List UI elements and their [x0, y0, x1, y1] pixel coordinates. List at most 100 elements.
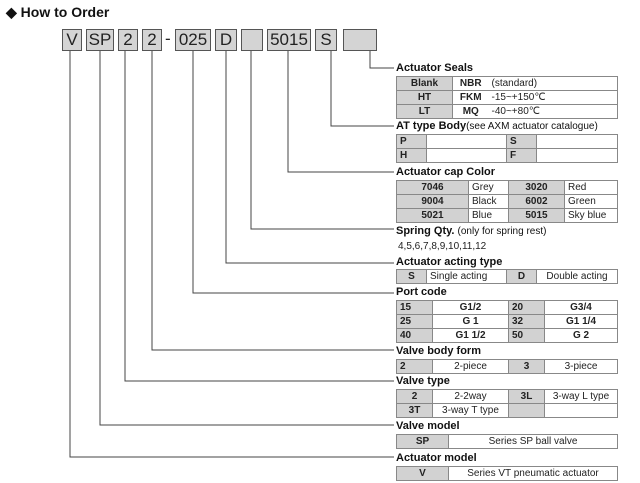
- color-table: 7046 Grey 3020 Red 9004 Black 6002 Green…: [396, 180, 618, 223]
- port-code: 50: [508, 328, 545, 343]
- valve-type-code: 3T: [396, 403, 433, 418]
- page-title-text: How to Order: [20, 4, 110, 20]
- valve-type-code: 3L: [508, 389, 545, 404]
- body-code: H: [396, 148, 427, 163]
- connector-acting: [225, 51, 394, 264]
- color-code: 5021: [396, 208, 469, 223]
- color-code: 7046: [396, 180, 469, 195]
- port-code: 32: [508, 314, 545, 329]
- valve-body-heading: Valve body form: [396, 345, 481, 357]
- color-name: Grey: [468, 180, 509, 195]
- code-box-body-type: S: [315, 29, 337, 51]
- actuator-model-code: V: [396, 466, 449, 481]
- seals-heading: Actuator Seals: [396, 62, 474, 74]
- table-row: Blank NBR (standard): [396, 76, 618, 91]
- table-row: 9004 Black 6002 Green: [396, 194, 618, 209]
- valve-body-desc: 2-piece: [432, 359, 509, 374]
- connector-valve-model: [99, 51, 394, 426]
- valve-body-desc: 3-piece: [544, 359, 618, 374]
- seal-code: Blank: [396, 76, 453, 91]
- body-code: P: [396, 134, 427, 149]
- body-code: F: [506, 148, 537, 163]
- table-row: 40 G1 1/2 50 G 2: [396, 328, 618, 343]
- port-table: 15 G1/2 20 G3/4 25 G 1 32 G1 1/4 40 G1 1…: [396, 300, 618, 343]
- color-code: 6002: [508, 194, 565, 209]
- code-box-valve-type: 2: [118, 29, 138, 51]
- table-row: 5021 Blue 5015 Sky blue: [396, 208, 618, 223]
- seal-code: LT: [396, 104, 453, 119]
- acting-code: D: [506, 269, 537, 284]
- code-box-acting-type: D: [215, 29, 237, 51]
- valve-body-table: 2 2-piece 3 3-piece: [396, 359, 618, 374]
- seal-material: NBR: [452, 76, 489, 91]
- port-code: 20: [508, 300, 545, 315]
- color-code: 9004: [396, 194, 469, 209]
- color-code: 5015: [508, 208, 565, 223]
- table-row: 15 G1/2 20 G3/4: [396, 300, 618, 315]
- code-box-cap-color: 5015: [267, 29, 311, 51]
- port-size: G1 1/2: [432, 328, 509, 343]
- body-heading: AT type Body(see AXM actuator catalogue): [396, 120, 598, 133]
- body-desc: [426, 148, 507, 163]
- valve-type-heading: Valve type: [396, 375, 450, 387]
- table-row: V Series VT pneumatic actuator: [396, 466, 618, 481]
- table-row: 7046 Grey 3020 Red: [396, 180, 618, 195]
- port-size: G3/4: [544, 300, 618, 315]
- color-name: Green: [564, 194, 618, 209]
- code-box-spring-qty: [241, 29, 263, 51]
- acting-code: S: [396, 269, 427, 284]
- valve-model-table: SP Series SP ball valve: [396, 434, 618, 449]
- valve-type-table: 2 2-2way 3L 3-way L type 3T 3-way T type: [396, 389, 618, 418]
- code-box-seals: [343, 29, 377, 51]
- connector-cap-color: [287, 51, 394, 173]
- port-code: 25: [396, 314, 433, 329]
- color-name: Blue: [468, 208, 509, 223]
- body-heading-note: (see AXM actuator catalogue): [466, 121, 598, 132]
- table-row: 3T 3-way T type: [396, 403, 618, 418]
- table-row: 2 2-piece 3 3-piece: [396, 359, 618, 374]
- acting-table: S Single acting D Double acting: [396, 269, 618, 284]
- table-row: 25 G 1 32 G1 1/4: [396, 314, 618, 329]
- valve-model-code: SP: [396, 434, 449, 449]
- seal-material: FKM: [452, 90, 489, 105]
- color-code: 3020: [508, 180, 565, 195]
- acting-desc: Single acting: [426, 269, 507, 284]
- code-box-valve-model: SP: [86, 29, 114, 51]
- valve-type-desc: 2-2way: [432, 389, 509, 404]
- connector-body-type: [330, 51, 394, 127]
- body-table: P S H F: [396, 134, 618, 163]
- actuator-model-heading: Actuator model: [396, 452, 477, 464]
- valve-type-code: [508, 403, 545, 418]
- body-code: S: [506, 134, 537, 149]
- table-row: P S: [396, 134, 618, 149]
- table-row: H F: [396, 148, 618, 163]
- seals-table: Blank NBR (standard) HT FKM -15~+150℃ LT…: [396, 76, 618, 119]
- body-desc: [536, 134, 618, 149]
- table-row: SP Series SP ball valve: [396, 434, 618, 449]
- body-heading-text: AT type Body: [396, 120, 467, 132]
- valve-model-desc: Series SP ball valve: [448, 434, 618, 449]
- port-code: 15: [396, 300, 433, 315]
- spring-heading-text: Spring Qty.: [396, 225, 455, 237]
- acting-desc: Double acting: [536, 269, 618, 284]
- port-size: G 2: [544, 328, 618, 343]
- valve-type-desc: 3-way T type: [432, 403, 509, 418]
- body-desc: [426, 134, 507, 149]
- valve-model-heading: Valve model: [396, 420, 460, 432]
- color-name: Black: [468, 194, 509, 209]
- valve-type-desc: [544, 403, 618, 418]
- seal-range: -15~+150℃: [488, 90, 618, 105]
- port-heading: Port code: [396, 286, 447, 298]
- valve-type-desc: 3-way L type: [544, 389, 618, 404]
- code-box-port-code: 025: [175, 29, 211, 51]
- connector-actuator-model: [69, 51, 394, 458]
- valve-body-code: 2: [396, 359, 433, 374]
- table-row: S Single acting D Double acting: [396, 269, 618, 284]
- port-size: G1/2: [432, 300, 509, 315]
- actuator-model-table: V Series VT pneumatic actuator: [396, 466, 618, 481]
- code-box-actuator-model: V: [62, 29, 82, 51]
- code-box-valve-body: 2: [142, 29, 162, 51]
- acting-heading: Actuator acting type: [396, 256, 503, 268]
